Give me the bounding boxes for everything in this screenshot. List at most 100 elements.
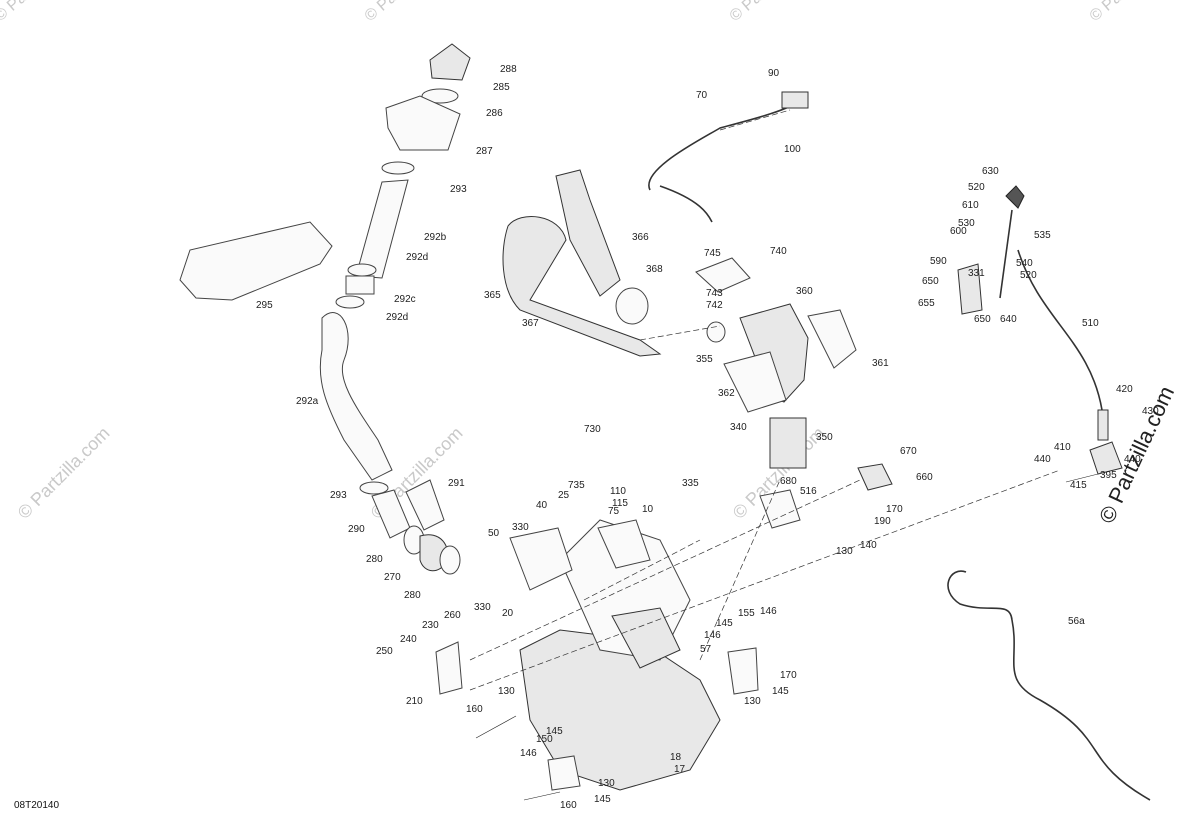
- callout-label: 292d: [386, 312, 408, 323]
- callout-label: 155: [738, 608, 755, 619]
- bracket-590: [957, 263, 983, 315]
- duct-292a: [319, 312, 393, 481]
- callout-label: 540: [1016, 258, 1033, 269]
- clamp-293-bottom: [359, 481, 389, 495]
- callout-label: 360: [796, 286, 813, 297]
- heat-shield-295: [179, 221, 333, 301]
- ecm-50: [509, 527, 573, 591]
- shift-cable-510: [1017, 249, 1105, 441]
- callout-label: 293: [330, 490, 347, 501]
- callout-label: 410: [1054, 442, 1071, 453]
- callout-label: 330: [512, 522, 529, 533]
- callout-label: 190: [874, 516, 891, 527]
- callout-label: 75: [608, 506, 620, 517]
- mount-150: [547, 755, 581, 791]
- callout-label: 57: [700, 644, 712, 655]
- callout-label: 287: [476, 146, 493, 157]
- callout-label: 50: [488, 528, 500, 539]
- callout-label: 650: [974, 314, 991, 325]
- callout-label: 130: [744, 696, 761, 707]
- air-duct-assembly: [502, 169, 857, 469]
- callout-label: 170: [886, 504, 903, 515]
- callout-label: 25: [558, 490, 570, 501]
- callout-label: 100: [784, 144, 801, 155]
- assembly-line-6: [719, 109, 791, 131]
- callout-label: 130: [836, 546, 853, 557]
- duct-292b: [355, 179, 409, 279]
- clamp-292d-bottom: [335, 295, 365, 309]
- callout-label: 146: [520, 748, 537, 759]
- callout-label: 293: [450, 184, 467, 195]
- duct-291: [405, 479, 445, 531]
- callout-label: 288: [500, 64, 517, 75]
- callout-label: 17: [674, 764, 686, 775]
- callout-label: 510: [1082, 318, 1099, 329]
- callout-label: 285: [493, 82, 510, 93]
- callout-label: 70: [696, 90, 708, 101]
- callout-label: 430: [1142, 406, 1159, 417]
- callout-label: 291: [448, 478, 465, 489]
- callout-label: 260: [444, 610, 461, 621]
- callout-label: 655: [918, 298, 935, 309]
- bracket-680: [759, 489, 801, 529]
- callout-label: 735: [568, 480, 585, 491]
- callout-label: 170: [780, 670, 797, 681]
- callout-label: 415: [1070, 480, 1087, 491]
- callout-label: 292d: [406, 252, 428, 263]
- callout-label: 335: [682, 478, 699, 489]
- linkage-395: [1089, 441, 1123, 475]
- callout-label: 18: [670, 752, 682, 763]
- callout-label: 520: [968, 182, 985, 193]
- callout-label: 292c: [394, 294, 416, 305]
- callout-label: 230: [422, 620, 439, 631]
- intake-cap: [429, 43, 471, 81]
- mount-230: [435, 641, 463, 695]
- diagram-reference-code: 08T20140: [14, 800, 59, 811]
- intake-housing: [385, 95, 461, 151]
- bracket-660: [857, 463, 893, 491]
- bolt-160-a: [475, 715, 517, 739]
- callout-label: 286: [486, 108, 503, 119]
- duct-366: [555, 169, 621, 297]
- duct-365: [502, 216, 662, 357]
- watermark-top-4: © Partzilla.com: [1087, 0, 1181, 25]
- callout-label: 680: [780, 476, 797, 487]
- callout-label: 146: [704, 630, 721, 641]
- callout-label: 130: [598, 778, 615, 789]
- clamp-280-b: [439, 545, 461, 575]
- callout-label: 366: [632, 232, 649, 243]
- clamp-292d-top: [347, 263, 377, 277]
- callout-label: 292b: [424, 232, 447, 243]
- assembly-line-4: [639, 325, 721, 341]
- callout-label: 145: [772, 686, 789, 697]
- callout-label: 145: [546, 726, 563, 737]
- shield-361: [807, 309, 857, 369]
- callout-label: 270: [384, 572, 401, 583]
- shift-knob-630: [1005, 185, 1025, 209]
- callout-label: 355: [696, 354, 713, 365]
- watermark-top-1: © Partzilla.com: [0, 0, 85, 25]
- bolt-160-b: [523, 791, 561, 801]
- shield-362: [723, 351, 787, 413]
- engine-assembly: [435, 463, 1099, 801]
- callout-label: 295: [256, 300, 273, 311]
- callout-label: 640: [1000, 314, 1017, 325]
- harness-branch: [659, 185, 713, 223]
- clamp-293-top: [381, 161, 415, 175]
- callout-label: 290: [348, 524, 365, 535]
- callout-label: 240: [400, 634, 417, 645]
- callout-label: 40: [536, 500, 548, 511]
- throttle-body-10: [597, 519, 651, 569]
- clamp-368: [615, 287, 649, 325]
- callout-label: 20: [502, 608, 514, 619]
- callout-label: 367: [522, 318, 539, 329]
- callout-label: 160: [466, 704, 483, 715]
- assembly-line-2: [469, 469, 1061, 691]
- callout-label: 742: [706, 300, 723, 311]
- callout-label: 535: [1034, 230, 1051, 241]
- valve-cover: [611, 607, 681, 669]
- callout-label: 330: [474, 602, 491, 613]
- clamp-355: [706, 321, 726, 343]
- shift-lever: [999, 209, 1013, 299]
